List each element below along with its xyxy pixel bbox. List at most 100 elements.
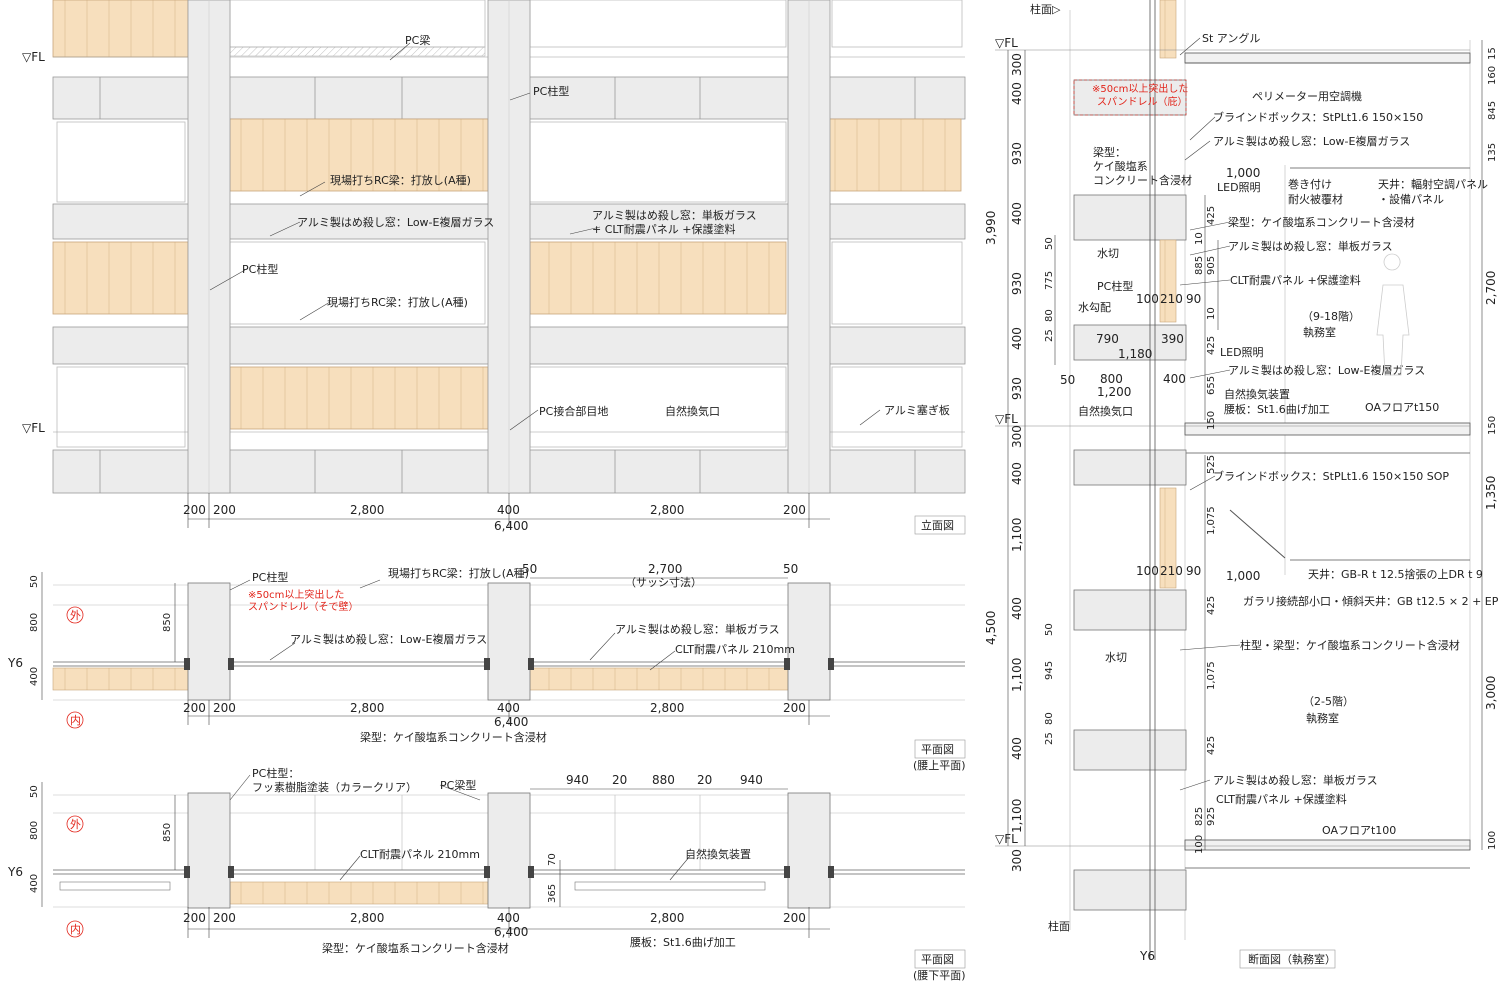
dim: 400 (1010, 82, 1024, 105)
dim: 20 (612, 773, 627, 787)
dim: 930 (1010, 272, 1024, 295)
label-beam-form: 梁型： (1093, 145, 1126, 159)
dim: 100 (1194, 835, 1205, 854)
label-pc-column-form: PC柱型 (533, 84, 569, 98)
label-water-slope: 水勾配 (1078, 301, 1111, 314)
label-rc-beam: 現場打ちRC梁：打放し(A種) (330, 173, 471, 187)
elevation-view: ▽FL ▽FL PC梁 PC柱型 現場打ちRC梁：打放し(A種) アルミ製はめ殺… (22, 0, 966, 535)
dim: 880 (652, 773, 675, 787)
dim: 400 (29, 667, 40, 686)
label-pc-beam-form: PC梁型 (440, 778, 476, 792)
dim-total: 6,400 (494, 715, 528, 729)
dim: 1,000 (1226, 569, 1260, 583)
dim: 200 (183, 911, 206, 925)
view-title-plan-lower: 平面図 (921, 953, 954, 966)
dim: 15 (1487, 47, 1498, 60)
dim: 100 (1487, 831, 1498, 850)
dim: 425 (1206, 596, 1217, 615)
label-natural-vent: 自然換気口 (665, 404, 720, 418)
dim: 1,350 (1484, 476, 1498, 510)
dim: 425 (1206, 736, 1217, 755)
dim: 885 (1194, 256, 1205, 275)
label-clt-panel: CLT耐震パネル 210mm (675, 643, 795, 656)
label-lowe-window: アルミ製はめ殺し窓：Low-E複層ガラス (1213, 134, 1410, 148)
dim: 2,700 (1484, 271, 1498, 305)
dim: 80 (1044, 712, 1055, 725)
label-led: LED照明 (1217, 181, 1261, 194)
label-beam-form: 梁型：ケイ酸塩系コンクリート含浸材 (360, 730, 547, 744)
label-perimeter-ac: ペリメーター用空調機 (1252, 89, 1362, 103)
dim: 400 (1010, 462, 1024, 485)
dim: 50 (1060, 373, 1075, 387)
dim: 50 (29, 575, 40, 588)
inside-marker: 内 (70, 922, 81, 936)
label-floor-2-5: （2-5階） (1303, 694, 1354, 708)
dim: 2,800 (350, 503, 384, 517)
dim: 210 (1160, 564, 1183, 578)
dim: 825 (1194, 807, 1205, 826)
label-fireproof: 耐火被覆材 (1288, 192, 1343, 206)
dim: 100 (1136, 564, 1159, 578)
label-st-angle: St アングル (1202, 31, 1260, 45)
label-single-window-clt: + CLT耐震パネル +保護塗料 (592, 222, 735, 236)
axis-label: Y6 (1139, 949, 1155, 963)
dim: 800 (29, 613, 40, 632)
dim: 1,100 (1010, 518, 1024, 552)
dim: 70 (547, 853, 558, 866)
view-subtitle-plan-lower: (腰下平面) (913, 969, 966, 982)
sash-dim: 2,700 (648, 562, 682, 576)
label-ceiling-gb: 天井：GB-R t 12.5捨張の上DR t 9 (1308, 567, 1483, 581)
dim: 925 (1206, 807, 1217, 826)
dim: 3,000 (1484, 676, 1498, 710)
label-floor-9-18: （9-18階） (1302, 309, 1360, 323)
dim: 400 (1010, 737, 1024, 760)
dim: 425 (1206, 206, 1217, 225)
dim: 1,075 (1206, 506, 1217, 535)
label-blind-box: ブラインドボックス：StPLt1.6 150×150 (1213, 110, 1423, 124)
label-fireproof: 巻き付け (1288, 178, 1332, 191)
dim: 905 (1206, 256, 1217, 275)
dim: 200 (213, 911, 236, 925)
view-subtitle-plan-upper: (腰上平面) (913, 759, 966, 772)
dim: 940 (566, 773, 589, 787)
label-vent-device: 自然換気装置 (1224, 387, 1290, 401)
column-face-top: 柱面▷ (1030, 2, 1061, 16)
label-rc-beam: 現場打ちRC梁：打放し(A種) (388, 566, 529, 580)
dim: 790 (1096, 332, 1119, 346)
outside-marker: 外 (70, 609, 81, 622)
dim: 945 (1044, 661, 1055, 680)
inside-marker: 内 (70, 713, 81, 727)
dim: 200 (183, 701, 206, 715)
label-skirt-panel: 腰板：St1.6曲げ加工 (630, 935, 736, 949)
fl-marker: ▽FL (22, 50, 45, 64)
dim: 150 (1487, 416, 1498, 435)
dim: 2,800 (650, 701, 684, 715)
label-pc-column-finish: フッ素樹脂塗装（カラークリア） (252, 780, 417, 794)
dim: 400 (1010, 597, 1024, 620)
dim: 390 (1161, 332, 1184, 346)
dim: 1,100 (1010, 658, 1024, 692)
view-title-elevation: 立面図 (921, 518, 954, 532)
note-spandrel: スパンドレル（庇） (1097, 95, 1188, 108)
dim: 100 (1136, 292, 1159, 306)
dim: 200 (783, 911, 806, 925)
dim: 845 (1487, 101, 1498, 120)
dim: 200 (183, 503, 206, 517)
outside-marker: 外 (70, 818, 81, 831)
dim: 400 (497, 503, 520, 517)
fl-marker: ▽FL (995, 832, 1018, 846)
fl-marker: ▽FL (995, 36, 1018, 50)
dim: 850 (162, 823, 173, 842)
label-single-window: アルミ製はめ殺し窓：単板ガラス (1213, 773, 1378, 787)
view-title-section: 断面図（執務室） (1248, 952, 1336, 966)
dim: 850 (162, 613, 173, 632)
dim: 20 (697, 773, 712, 787)
dim: 2,800 (650, 911, 684, 925)
label-ceiling: 天井：輻射空調パネル (1378, 177, 1488, 191)
dim: 775 (1044, 271, 1055, 290)
dim: 400 (497, 701, 520, 715)
label-clt-panel: CLT耐震パネル 210mm (360, 848, 480, 861)
dim: 1,075 (1206, 661, 1217, 690)
sash-note: （サッシ寸法） (625, 575, 702, 589)
dim: 2,800 (650, 503, 684, 517)
